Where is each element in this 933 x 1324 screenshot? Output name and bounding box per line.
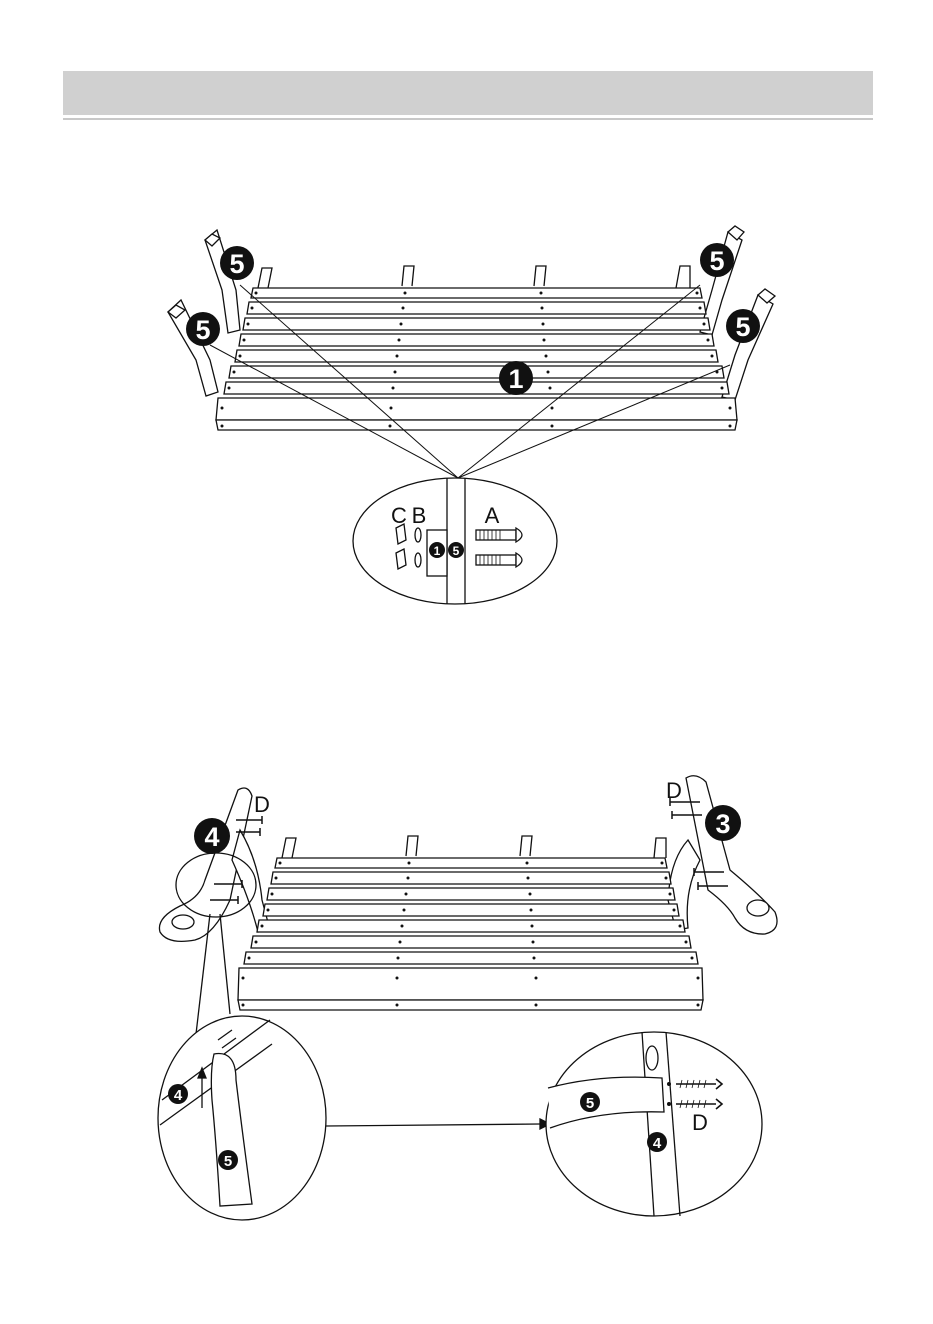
svg-text:5: 5: [453, 544, 460, 558]
svg-text:5: 5: [195, 315, 210, 345]
badge-arm-left: 4: [194, 818, 230, 854]
svg-text:5: 5: [586, 1095, 594, 1112]
svg-text:3: 3: [715, 809, 730, 839]
part-label-a: A: [485, 503, 500, 528]
step2-diagram: 4 3 D D 4 5 5 4 D: [0, 640, 933, 1324]
arm-right: [668, 776, 777, 934]
badge-leg-front-right: 5: [726, 309, 760, 343]
screw-label-right: D: [666, 778, 682, 803]
detail-left-badge-leg: 5: [218, 1150, 238, 1170]
step1-diagram: 5 5 5 5 1 C B A 1 5: [0, 0, 933, 640]
badge-arm-right: 3: [705, 805, 741, 841]
svg-text:4: 4: [653, 1135, 662, 1152]
detail-left-badge-arm: 4: [168, 1084, 188, 1104]
badge-leg-front-left: 5: [186, 312, 220, 346]
detail-badge-leg: 5: [448, 542, 464, 558]
svg-text:1: 1: [434, 544, 441, 558]
transition-arrow: [326, 1124, 540, 1126]
part-label-c: C: [391, 503, 407, 528]
leg-front-right: [722, 289, 775, 400]
svg-text:5: 5: [224, 1153, 232, 1170]
detail-ellipse-step1: [353, 478, 557, 604]
part-label-b: B: [412, 503, 427, 528]
screw-label-left: D: [254, 792, 270, 817]
detail-right-badge-leg: 5: [580, 1092, 600, 1112]
svg-text:4: 4: [204, 822, 219, 852]
svg-text:1: 1: [508, 364, 523, 394]
detail-screw-label: D: [692, 1110, 708, 1135]
svg-text:4: 4: [174, 1087, 183, 1104]
seat-slats: [216, 288, 737, 430]
badge-leg-back-right: 5: [700, 243, 734, 277]
seat-slats-step2: [238, 858, 703, 1010]
badge-seat: 1: [499, 361, 533, 395]
svg-text:5: 5: [735, 312, 750, 342]
detail-badge-seat: 1: [429, 542, 445, 558]
svg-text:5: 5: [709, 246, 724, 276]
badge-leg-back-left: 5: [220, 246, 254, 280]
detail-right-badge-arm: 4: [647, 1132, 667, 1152]
svg-text:5: 5: [229, 249, 244, 279]
